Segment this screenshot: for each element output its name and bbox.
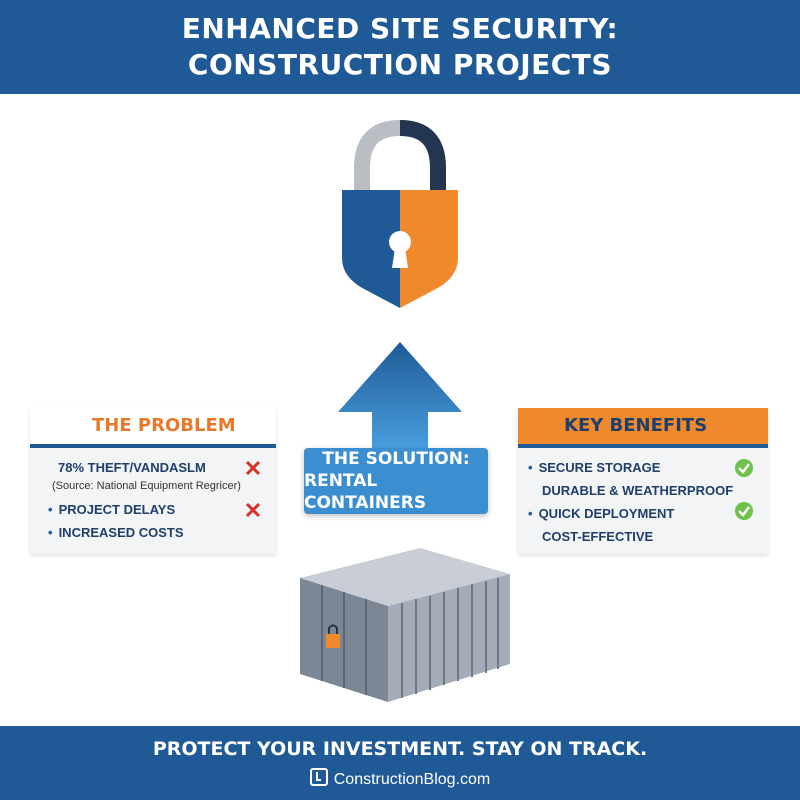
check-circle-icon <box>735 459 753 477</box>
solution-box: THE SOLUTION: RENTAL CONTAINERS <box>304 448 488 514</box>
problem-panel-header: THE PROBLEM <box>30 408 276 448</box>
benefit-item-deployment: •QUICK DEPLOYMENT <box>528 506 675 521</box>
footer-banner: PROTECT YOUR INVESTMENT. STAY ON TRACK. … <box>0 726 800 800</box>
problem-source-note: (Source: National Equipment Regricer) <box>52 480 241 492</box>
problem-item-delays: •PROJECT DELAYS <box>48 502 176 517</box>
site-logo-icon <box>309 768 328 786</box>
solution-line-1: THE SOLUTION: <box>322 449 470 469</box>
benefit-item-storage: •SECURE STORAGE <box>528 460 661 475</box>
benefits-panel: KEY BENEFITS •SECURE STORAGE DURABLE & W… <box>518 408 768 554</box>
x-mark-icon <box>245 460 261 476</box>
padlock-icon <box>342 119 458 308</box>
footer-site-link[interactable]: ConstructionBlog.com <box>0 768 800 789</box>
check-circle-icon <box>735 502 753 520</box>
bullet-icon: • <box>528 460 533 475</box>
bullet-icon: • <box>48 525 53 540</box>
title-line-1: ENHANCED SITE SECURITY: <box>181 12 619 45</box>
problem-title: THE PROBLEM <box>92 415 236 436</box>
shipping-container-icon <box>300 548 510 702</box>
up-arrow-icon <box>338 342 462 450</box>
title-line-2: CONSTRUCTION PROJECTS <box>187 48 613 81</box>
benefits-panel-header: KEY BENEFITS <box>518 408 768 448</box>
benefit-item-cost: COST-EFFECTIVE <box>542 529 654 544</box>
problem-item-costs: •INCREASED COSTS <box>48 525 184 540</box>
x-mark-icon <box>245 502 261 518</box>
footer-site-text: ConstructionBlog.com <box>333 771 491 788</box>
benefits-title: KEY BENEFITS <box>564 415 708 436</box>
problem-panel: THE PROBLEM 78% THEFT/VANDASLM (Source: … <box>30 408 276 554</box>
footer-tagline: PROTECT YOUR INVESTMENT. STAY ON TRACK. <box>152 738 648 760</box>
benefit-item-durable: DURABLE & WEATHERPROOF <box>542 483 734 498</box>
header-banner: ENHANCED SITE SECURITY: CONSTRUCTION PRO… <box>0 0 800 94</box>
problem-item-theft: 78% THEFT/VANDASLM <box>58 460 206 475</box>
solution-line-2: RENTAL CONTAINERS <box>304 471 427 513</box>
bullet-icon: • <box>48 502 53 517</box>
bullet-icon: • <box>528 506 533 521</box>
